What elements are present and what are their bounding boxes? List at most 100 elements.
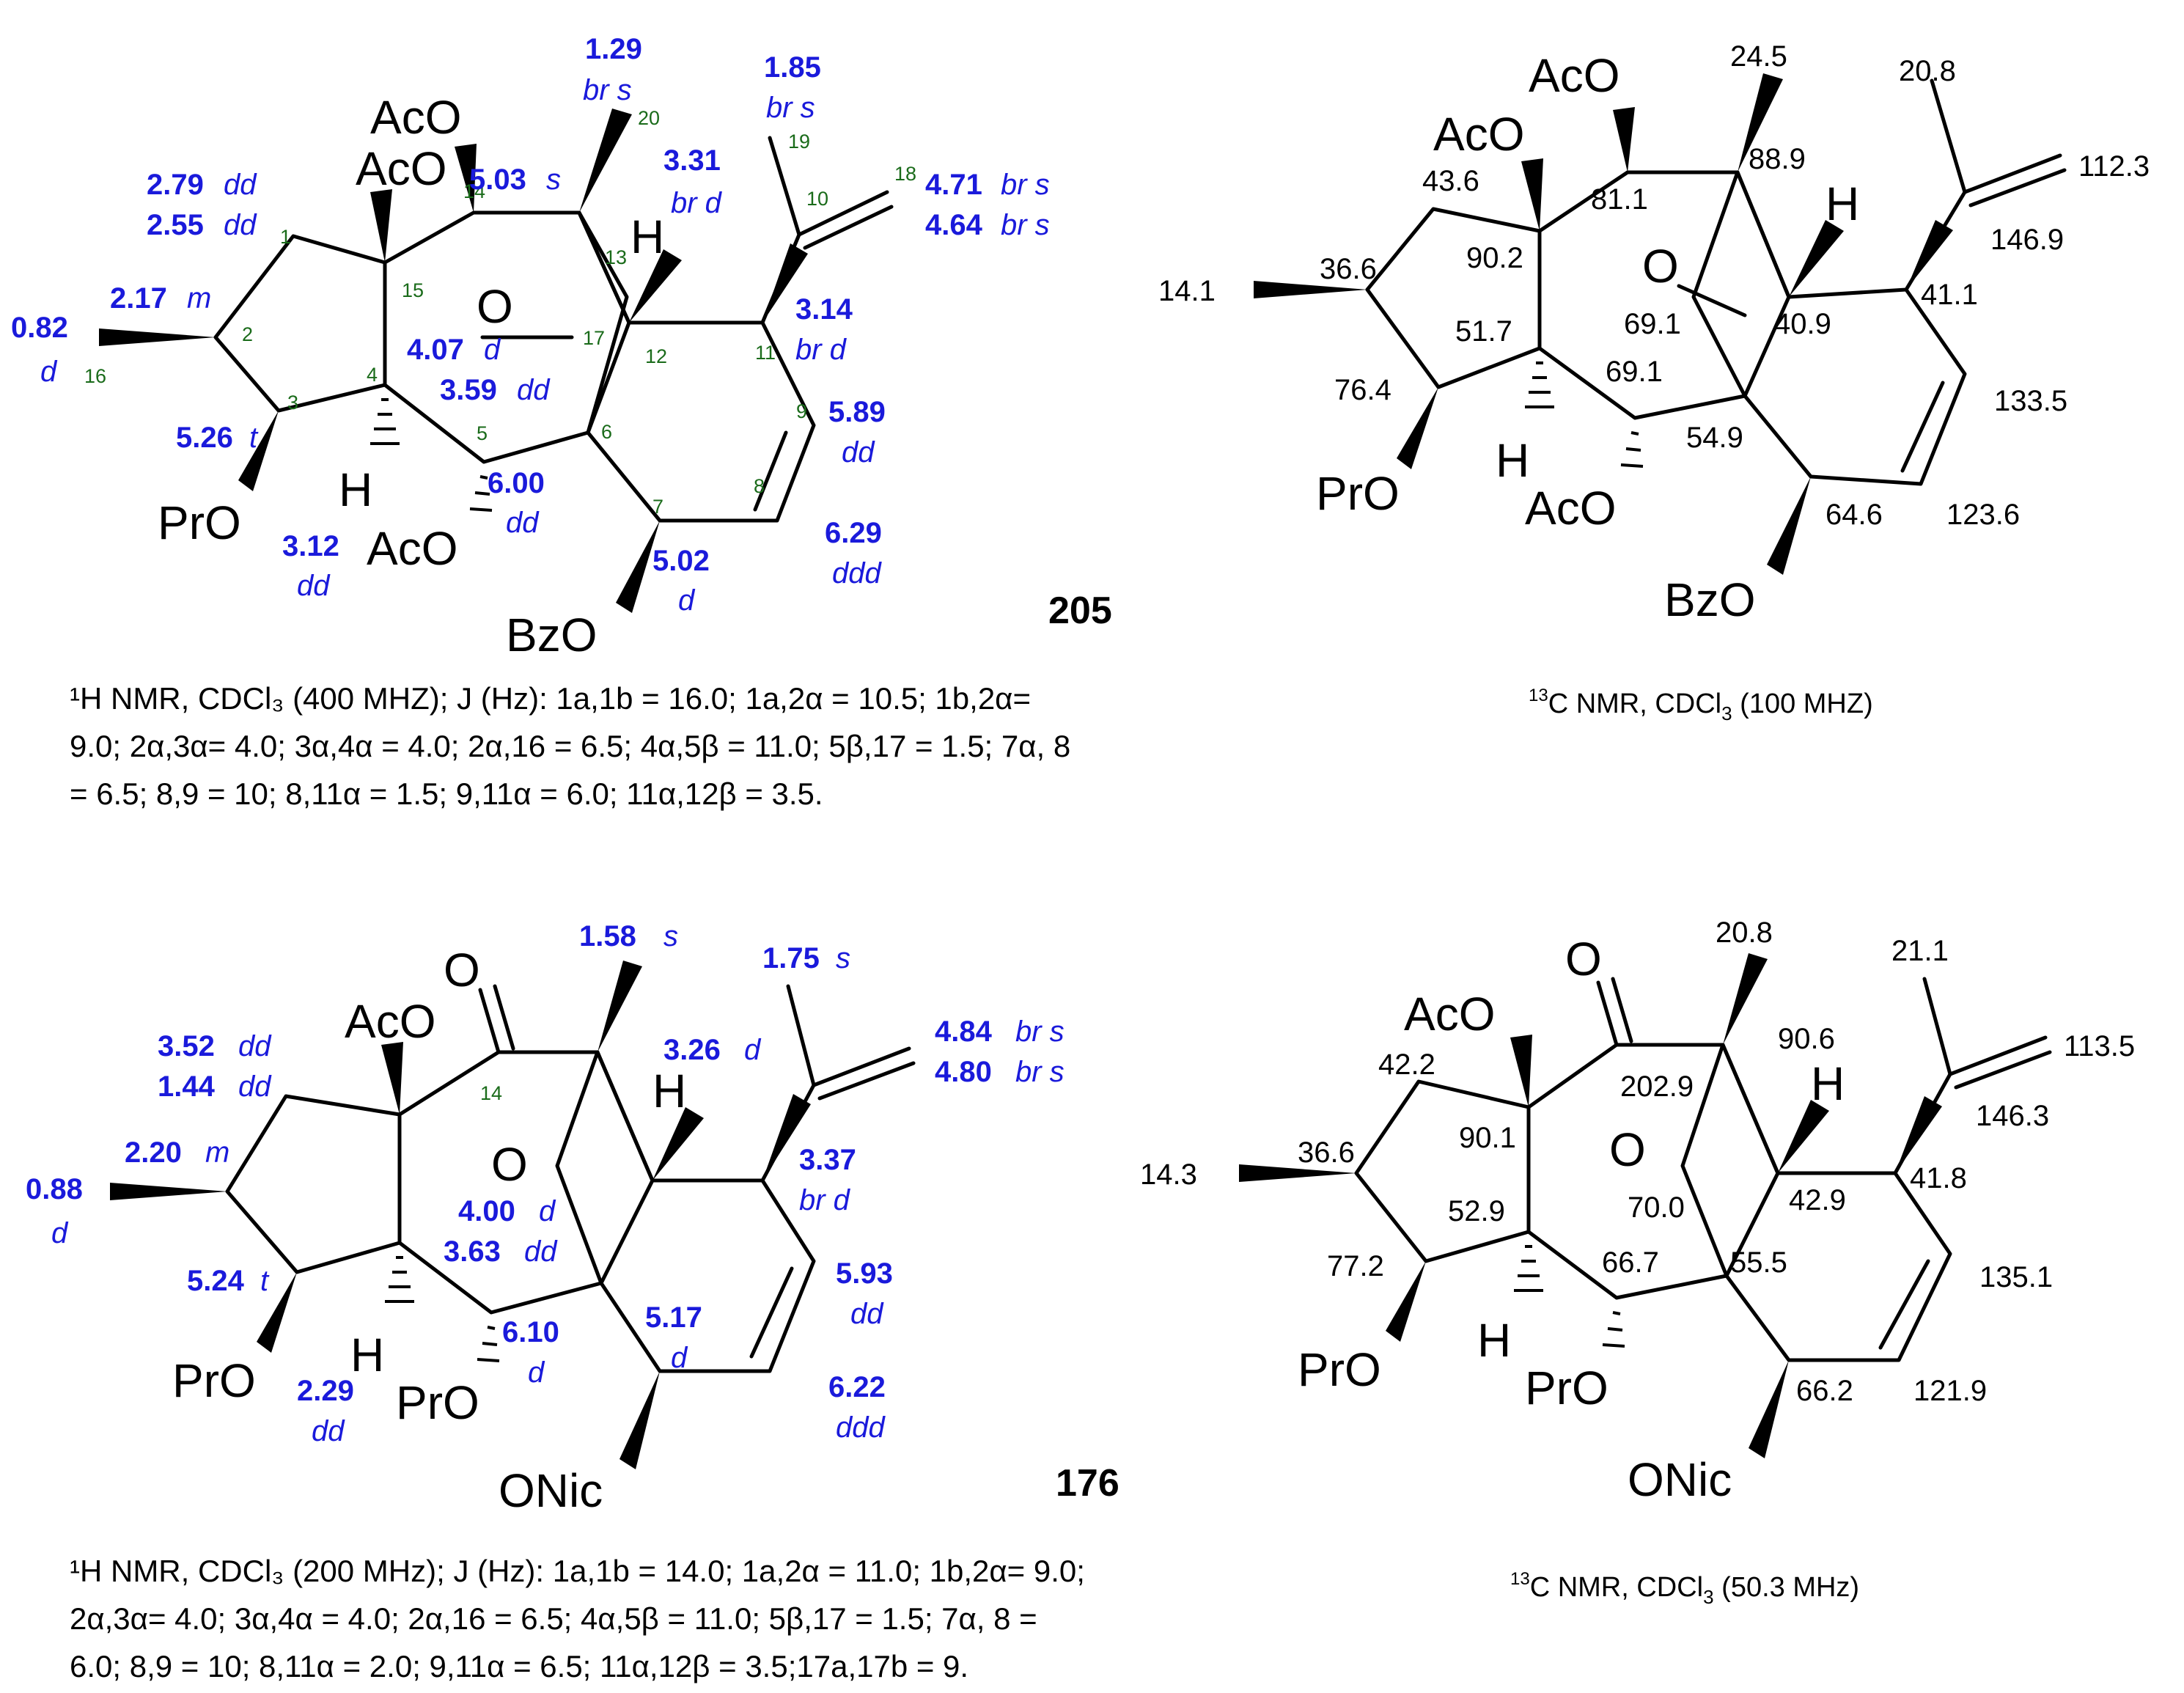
group-pro-5: PrO xyxy=(396,1376,479,1429)
svg-text:s: s xyxy=(546,164,561,196)
svg-text:54.9: 54.9 xyxy=(1686,422,1743,454)
svg-text:3.12: 3.12 xyxy=(282,530,339,562)
svg-text:41.8: 41.8 xyxy=(1910,1162,1967,1194)
compound-label-205: 205 xyxy=(1048,590,1112,632)
svg-text:55.5: 55.5 xyxy=(1730,1246,1787,1279)
svg-text:90.2: 90.2 xyxy=(1466,242,1523,274)
atom-o-ketone: O xyxy=(1565,933,1602,985)
svg-text:1.85: 1.85 xyxy=(764,51,821,84)
svg-text:20: 20 xyxy=(638,107,660,129)
svg-text:d: d xyxy=(744,1034,762,1066)
svg-text:m: m xyxy=(187,282,211,315)
bonds xyxy=(225,984,916,1373)
h-nmr-note-205: ¹H NMR, CDCl₃ (400 MHZ); J (Hz): 1a,1b =… xyxy=(70,681,1071,812)
svg-text:4.71: 4.71 xyxy=(925,169,982,201)
svg-text:76.4: 76.4 xyxy=(1334,374,1391,406)
svg-text:11: 11 xyxy=(755,342,776,364)
svg-text:d: d xyxy=(678,584,696,617)
atom-numbers: 1 2 3 4 5 6 7 8 9 10 11 12 13 14 15 16 1… xyxy=(84,107,916,518)
structure-205-1h: AcO AcO O H H PrO AcO BzO 1 2 3 4 5 6 7 … xyxy=(11,33,1112,661)
svg-text:36.6: 36.6 xyxy=(1320,253,1377,285)
svg-text:15: 15 xyxy=(402,279,424,301)
svg-text:42.2: 42.2 xyxy=(1378,1049,1435,1081)
svg-text:51.7: 51.7 xyxy=(1455,315,1512,348)
group-aco-14: AcO xyxy=(370,91,461,144)
svg-text:5.93: 5.93 xyxy=(836,1257,893,1290)
svg-text:d: d xyxy=(539,1195,556,1227)
svg-text:4.84: 4.84 xyxy=(935,1016,993,1048)
atom-o-bridge: O xyxy=(1642,240,1679,293)
svg-text:123.6: 123.6 xyxy=(1946,499,2020,531)
svg-text:0.82: 0.82 xyxy=(11,312,68,344)
wedges xyxy=(110,961,811,1469)
wedges xyxy=(99,109,808,613)
svg-text:7: 7 xyxy=(652,496,663,518)
hashes xyxy=(1514,1245,1625,1348)
svg-text:br d: br d xyxy=(795,334,848,366)
compound-label-176: 176 xyxy=(1056,1462,1119,1505)
svg-text:br d: br d xyxy=(799,1184,851,1216)
svg-text:5.17: 5.17 xyxy=(645,1301,702,1334)
atom-h-4: H xyxy=(1477,1314,1511,1367)
svg-text:14.3: 14.3 xyxy=(1140,1158,1197,1191)
atom-h-4: H xyxy=(1496,434,1529,487)
svg-text:dd: dd xyxy=(524,1235,558,1268)
svg-text:3.14: 3.14 xyxy=(795,293,853,326)
svg-text:20.8: 20.8 xyxy=(1899,55,1956,87)
svg-text:6.10: 6.10 xyxy=(502,1316,559,1348)
svg-text:2.29: 2.29 xyxy=(297,1375,354,1407)
atom-h-4: H xyxy=(339,463,372,516)
svg-text:64.6: 64.6 xyxy=(1825,499,1883,531)
svg-text:3.52: 3.52 xyxy=(158,1030,215,1062)
svg-text:81.1: 81.1 xyxy=(1591,183,1648,216)
svg-text:6.29: 6.29 xyxy=(825,517,882,549)
svg-text:21.1: 21.1 xyxy=(1891,935,1949,967)
svg-text:5.24: 5.24 xyxy=(187,1265,245,1297)
svg-text:dd: dd xyxy=(224,209,257,241)
group-aco-5: AcO xyxy=(367,522,457,575)
svg-text:4: 4 xyxy=(367,364,378,386)
svg-text:10: 10 xyxy=(806,188,828,210)
svg-text:5: 5 xyxy=(477,422,488,444)
group-aco-15: AcO xyxy=(356,142,446,195)
atom-h-12: H xyxy=(652,1065,686,1117)
svg-text:br d: br d xyxy=(671,187,723,219)
svg-text:s: s xyxy=(663,920,678,952)
svg-text:2.79: 2.79 xyxy=(147,169,204,201)
svg-text:66.2: 66.2 xyxy=(1796,1375,1853,1407)
svg-text:m: m xyxy=(205,1136,229,1169)
svg-text:br s: br s xyxy=(583,74,632,106)
atom-h-12: H xyxy=(630,210,664,263)
svg-text:2.17: 2.17 xyxy=(110,282,167,315)
svg-text:24.5: 24.5 xyxy=(1730,40,1787,73)
svg-text:17: 17 xyxy=(583,327,605,349)
group-pro-3: PrO xyxy=(172,1354,256,1407)
svg-text:6: 6 xyxy=(601,421,612,443)
svg-text:14: 14 xyxy=(480,1082,502,1104)
svg-text:113.5: 113.5 xyxy=(2064,1030,2135,1062)
svg-text:3.63: 3.63 xyxy=(444,1235,501,1268)
wedges xyxy=(1254,73,1953,575)
atom-o-bridge: O xyxy=(1609,1123,1646,1176)
h-nmr-shift-labels: 2.79 dd 2.55 dd 2.17 m 0.82 d 5.26 t 3.1… xyxy=(11,33,1050,617)
svg-text:3.31: 3.31 xyxy=(663,144,721,177)
svg-text:dd: dd xyxy=(224,169,257,201)
svg-text:2.55: 2.55 xyxy=(147,209,204,241)
svg-text:3: 3 xyxy=(287,392,298,414)
wedges xyxy=(1239,953,1942,1458)
svg-text:2.20: 2.20 xyxy=(125,1136,182,1169)
svg-text:4.07: 4.07 xyxy=(407,334,464,366)
group-bzo-7: BzO xyxy=(1664,573,1755,626)
hashes xyxy=(385,1256,500,1362)
svg-text:dd: dd xyxy=(238,1030,272,1062)
svg-text:d: d xyxy=(51,1217,69,1249)
svg-text:88.9: 88.9 xyxy=(1749,143,1806,175)
group-aco-15: AcO xyxy=(1433,108,1524,161)
svg-text:43.6: 43.6 xyxy=(1422,165,1479,197)
group-pro-5: PrO xyxy=(1525,1362,1608,1414)
svg-text:90.6: 90.6 xyxy=(1778,1023,1835,1055)
svg-text:d: d xyxy=(40,356,58,388)
group-aco-15: AcO xyxy=(1404,988,1495,1040)
svg-text:br s: br s xyxy=(766,92,815,124)
svg-text:42.9: 42.9 xyxy=(1789,1184,1846,1216)
